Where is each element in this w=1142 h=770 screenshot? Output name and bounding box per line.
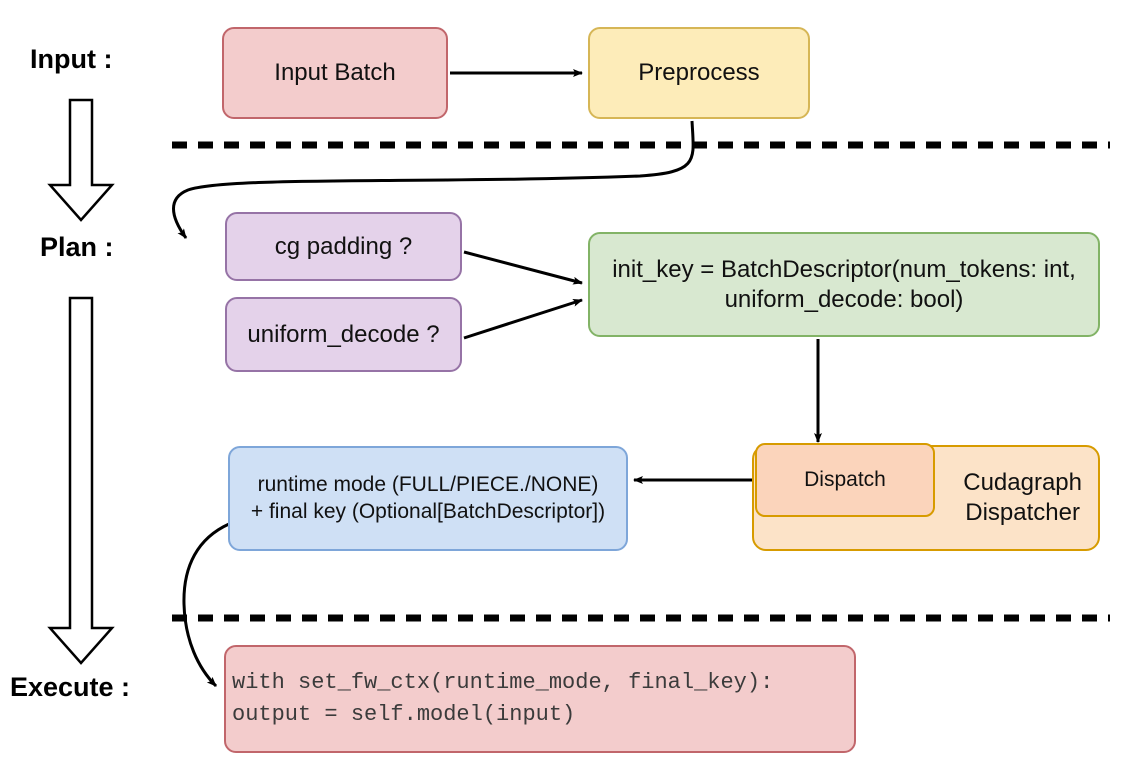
node-preprocess[interactable]: Preprocess	[588, 27, 810, 119]
node-runtime-mode[interactable]: runtime mode (FULL/PIECE./NONE) + final …	[228, 446, 628, 551]
node-execute-code[interactable]: with set_fw_ctx(runtime_mode, final_key)…	[224, 645, 856, 753]
edge-cg-padding-to-init-key	[463, 250, 583, 285]
stage-label-execute: Execute :	[10, 672, 131, 702]
stage-label-plan: Plan :	[40, 232, 114, 262]
edge-runtime-mode-to-execute-code	[182, 522, 230, 688]
stage-label-input: Input :	[30, 44, 113, 74]
node-init-key[interactable]: init_key = BatchDescriptor(num_tokens: i…	[588, 232, 1100, 337]
node-uniform-decode[interactable]: uniform_decode ?	[225, 297, 462, 372]
node-cg-padding[interactable]: cg padding ?	[225, 212, 462, 281]
node-dispatch[interactable]: Dispatch	[755, 443, 935, 517]
input-to-plan-arrow	[47, 98, 115, 222]
node-input-batch[interactable]: Input Batch	[222, 27, 448, 119]
edge-uniform-decode-to-init-key	[463, 298, 583, 340]
plan-to-execute-arrow	[47, 296, 115, 665]
edge-preprocess-to-cg-padding	[172, 120, 695, 239]
